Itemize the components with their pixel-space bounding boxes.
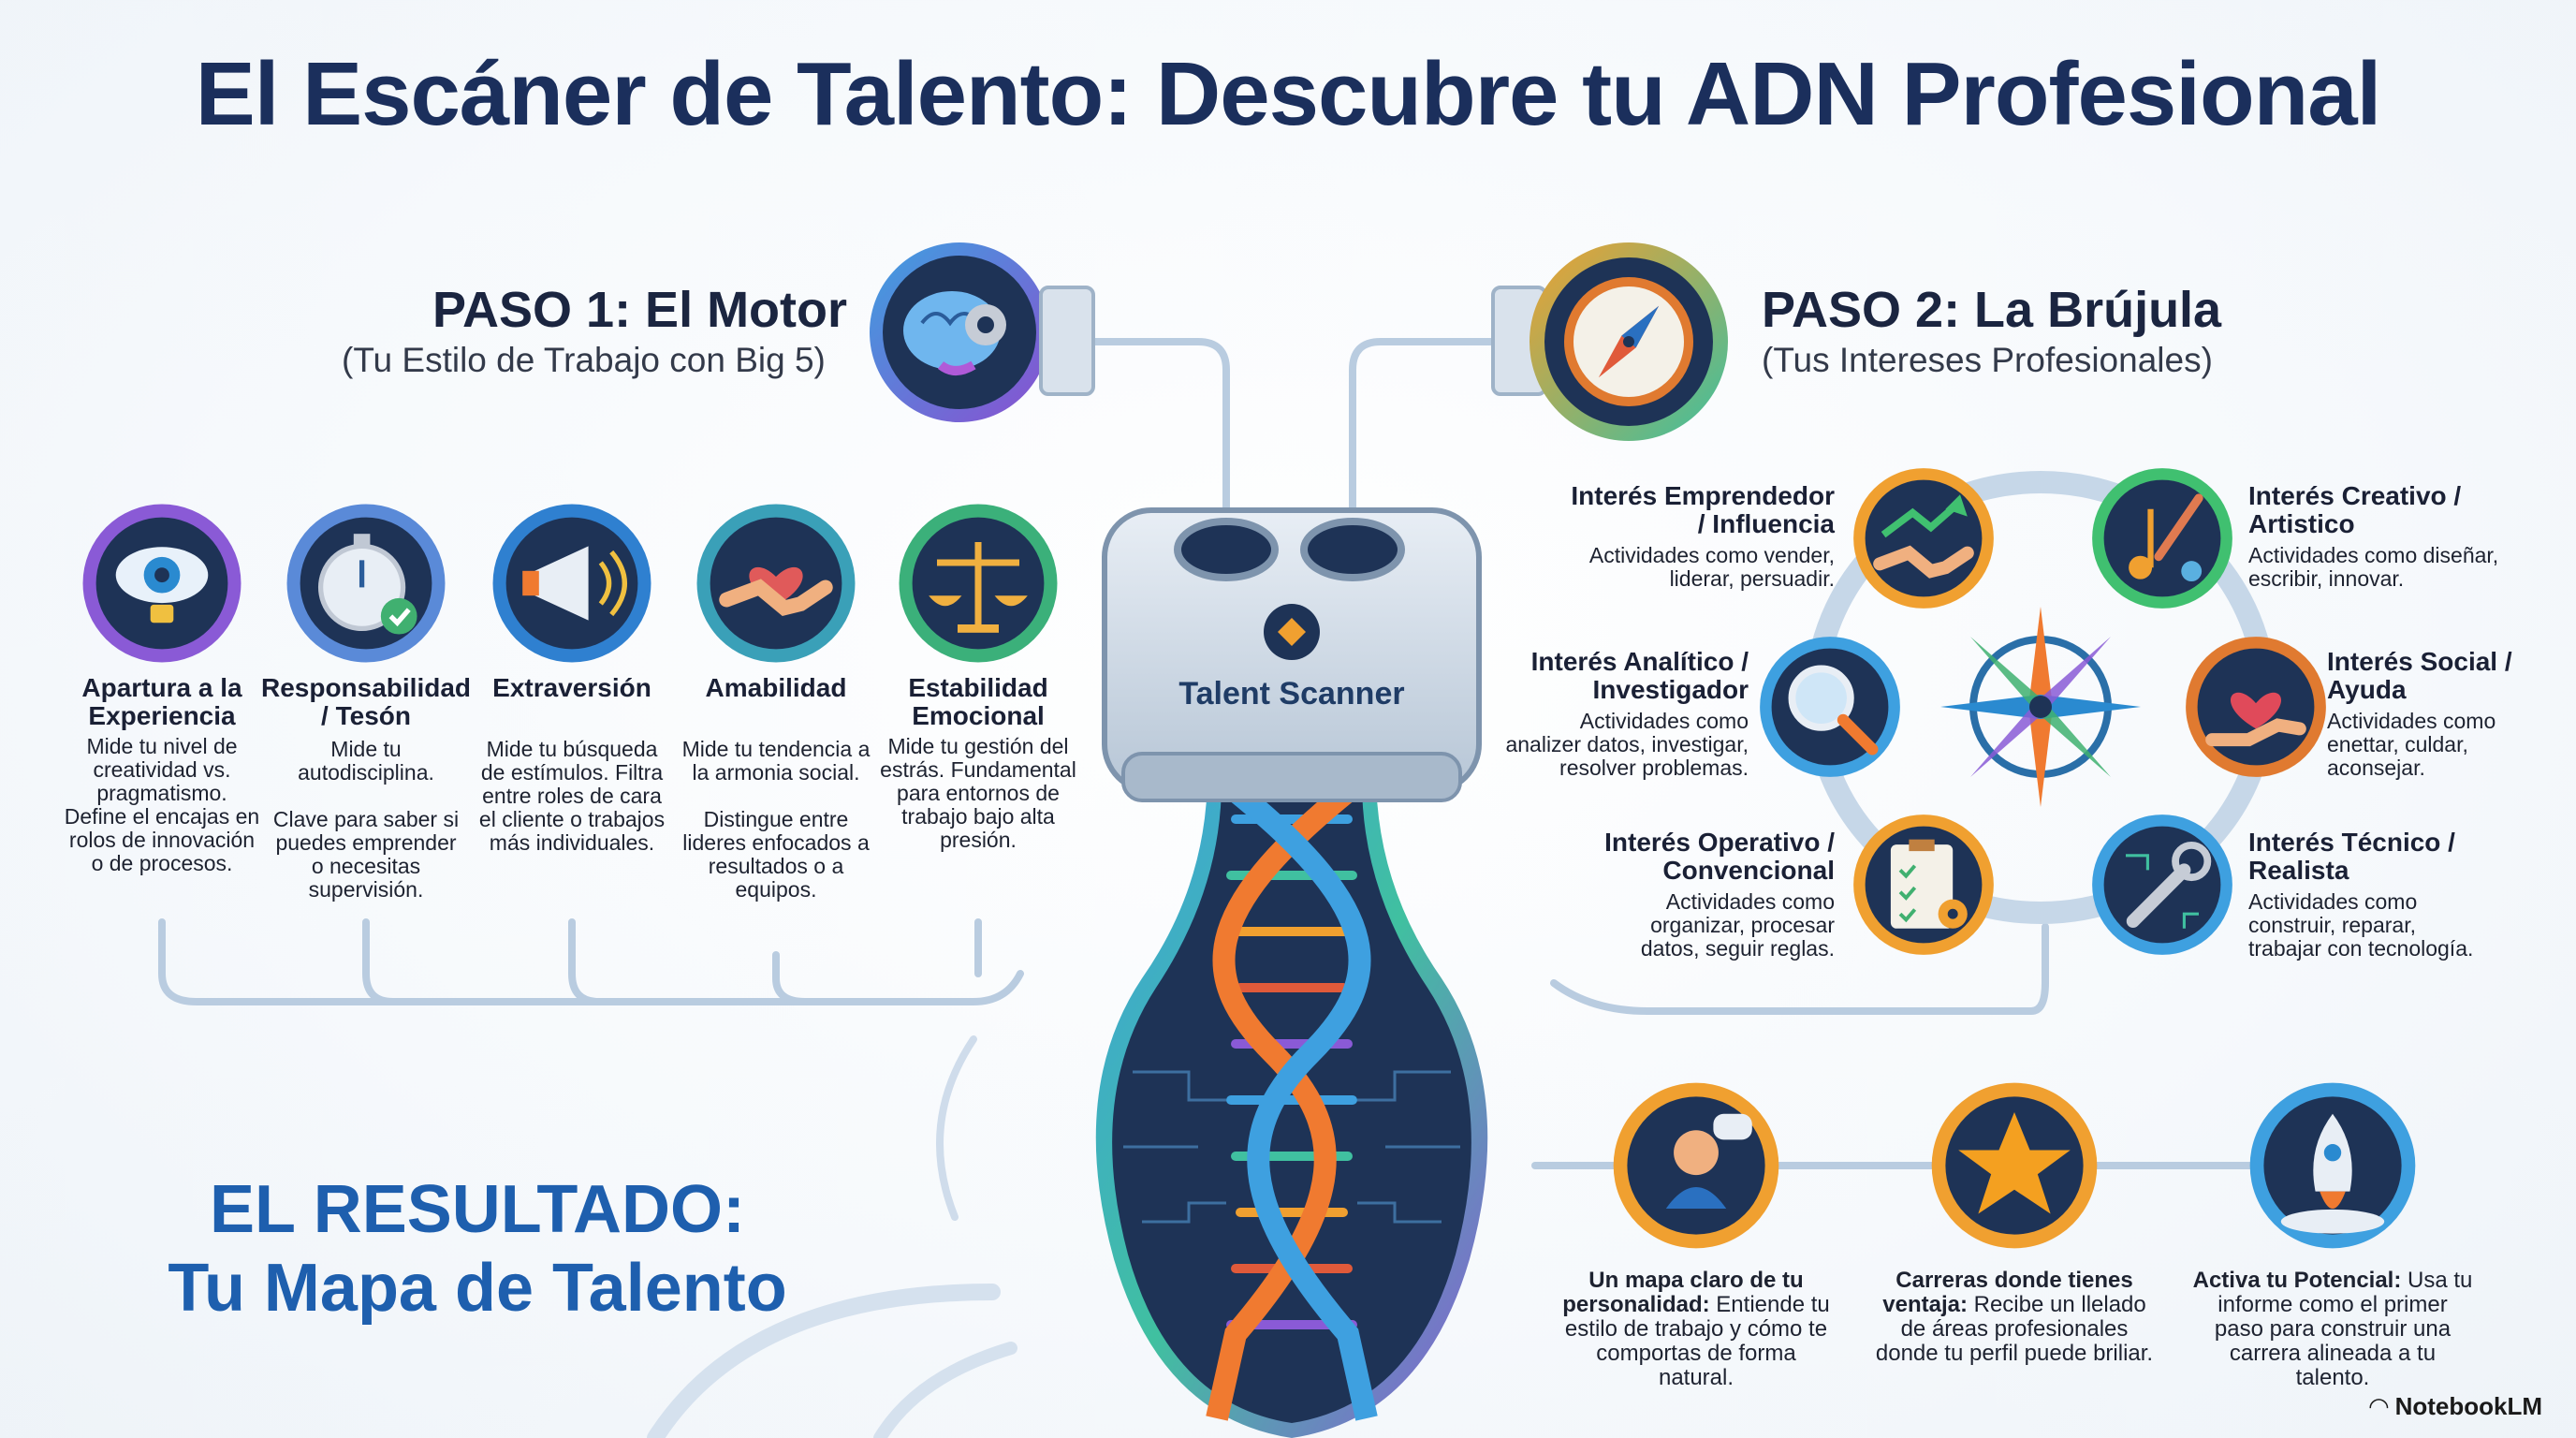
step1-subtitle: (Tu Estilo de Trabajo con Big 5) [342,341,826,379]
heart-hand-icon [2183,634,2329,780]
interest-desc: Actividades como vender, liderar, persua… [1588,543,1835,591]
handshake-growth-icon [1851,465,1997,611]
trait-title: Extraversión [492,673,651,702]
interest-title: Interés Social / Ayuda [2327,647,2512,704]
trait-desc: Mide tu gestión del estrás. Fundamental … [880,734,1076,852]
trait-desc: Mide tu autodisciplina. Clave para saber… [272,737,460,902]
page-title: El Escáner de Talento: Descubre tu ADN P… [195,44,2382,144]
trait-title: Responsabilidad / Tesón [260,673,472,730]
result-desc-text: Usa tu informe como el primer paso para … [2214,1268,2473,1390]
result-title-line2: Tu Mapa de Talento [168,1251,787,1326]
result-desc-text: Recibe un llelado de áreas profesionales… [1875,1292,2154,1366]
trait-desc: Mide tu búsqueda de estímulos. Filtra en… [478,737,666,855]
wrench-circuit-icon [2089,812,2235,958]
interest-desc: Actividades como enettar, culdar, aconse… [2327,709,2496,780]
result-desc-bold: Un mapa claro de tu personalidad: [1562,1268,1804,1317]
interest-desc: Actividades como diseñar, escribir, inno… [2248,543,2499,591]
interest-title: Interés Operativo / Convencional [1604,828,1835,885]
star-icon [1928,1079,2100,1252]
step1-title: PASO 1: El Motor [432,282,848,338]
trait-title: Amabilidad [705,673,847,702]
brand-label: NotebookLM [2394,1392,2542,1420]
step2-title: PASO 2: La Brújula [1762,282,2222,338]
clipboard-gear-icon [1851,812,1997,958]
scanner-label: Talent Scanner [1178,676,1405,712]
interest-desc: Actividades como organizar, procesar dat… [1640,889,1835,961]
notebooklm-logo-icon: ◠ [2369,1392,2395,1420]
person-chat-icon [1610,1079,1782,1252]
result-title: EL RESULTADO: Tu Mapa de Talento [103,1170,852,1328]
result-desc-text: Entiende tu estilo de trabajo y cómo te … [1564,1292,1830,1390]
result-desc: Activa tu Potencial: Usa tu informe como… [2192,1269,2473,1390]
notebooklm-brand: ◠ NotebookLM [2369,1392,2542,1421]
brain-gear-icon [866,239,1053,426]
eye-bulb-icon [80,501,244,666]
trait-title: Estabilidad Emocional [908,673,1048,730]
interest-title: Interés Técnico / Realista [2248,828,2455,885]
result-title-line1: EL RESULTADO: [210,1172,745,1247]
motor-plug [1039,286,1095,396]
result-desc: Un mapa claro de tu personalidad: Entien… [1556,1269,1837,1390]
rocket-icon [2247,1079,2419,1252]
interest-title: Interés Creativo / Artistico [2248,481,2462,538]
magnifier-icon [1757,634,1903,780]
interest-desc: Actividades como analizer datos, investi… [1505,709,1749,780]
trait-desc: Mide tu tendencia a la armonia social. D… [681,737,871,902]
balance-scale-icon [896,501,1061,666]
interest-title: Interés Emprendedor / Influencia [1571,481,1835,538]
handshake-heart-icon [694,501,858,666]
talent-scanner-device [1095,507,1488,1438]
result-desc: Carreras donde tienes ventaja: Recibe un… [1874,1269,2155,1366]
result-desc-bold: Carreras donde tienes ventaja: [1882,1268,2133,1317]
step2-subtitle: (Tus Intereses Profesionales) [1762,341,2213,379]
interest-desc: Actividades como construir, reparar, tra… [2248,889,2474,961]
megaphone-icon [490,501,654,666]
compass-rose-icon [1933,599,2148,814]
trait-title: Apartura a la Experiencia [81,673,242,730]
stopwatch-check-icon [284,501,448,666]
compass-icon [1526,239,1732,445]
interest-title: Interés Analítico / Investigador [1530,647,1749,704]
music-brush-icon [2089,465,2235,611]
trait-desc: Mide tu nivel de creatividad vs. pragmat… [64,734,260,875]
result-desc-bold: Activa tu Potencial: [2192,1268,2402,1293]
